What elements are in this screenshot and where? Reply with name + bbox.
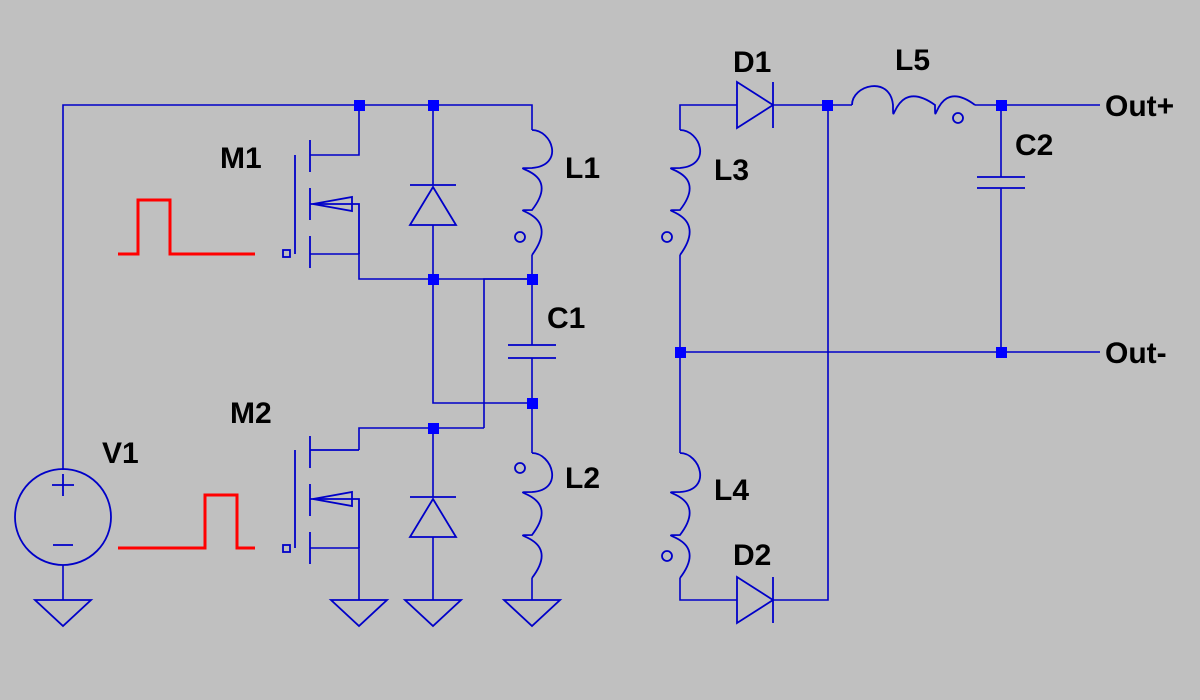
ground-m2 <box>328 599 390 628</box>
label-l5: L5 <box>895 44 930 77</box>
mosfet-m2 <box>282 436 360 564</box>
gate-pulse-m2 <box>118 493 255 550</box>
label-v1: V1 <box>102 437 139 470</box>
label-m1: M1 <box>220 142 262 175</box>
ground-symbols <box>32 599 563 628</box>
label-l4: L4 <box>714 474 749 507</box>
mosfet-m1 <box>282 140 360 268</box>
capacitor-c2 <box>977 176 1025 189</box>
inductor-l3 <box>661 129 701 256</box>
ground-v1 <box>32 599 94 628</box>
clamp-diode-2 <box>408 496 458 538</box>
inductor-l1 <box>514 129 553 256</box>
label-l1: L1 <box>565 152 600 185</box>
label-l3: L3 <box>714 154 749 187</box>
ground-l2 <box>501 599 563 628</box>
capacitor-c1 <box>508 344 556 359</box>
junction-dots <box>354 100 1007 434</box>
wires <box>62 104 1100 601</box>
port-out-minus: Out- <box>1105 337 1167 370</box>
inductor-l4 <box>661 452 701 579</box>
voltage-source-v1 <box>14 468 112 566</box>
ground-d-clamp2 <box>402 599 464 628</box>
gate-pulse-m1 <box>118 198 255 256</box>
diode-d2 <box>736 575 775 625</box>
inductor-l2 <box>514 452 553 579</box>
port-out-plus: Out+ <box>1105 90 1174 123</box>
label-c2: C2 <box>1015 129 1053 162</box>
inductor-l5 <box>851 85 976 124</box>
label-m2: M2 <box>230 397 272 430</box>
label-d2: D2 <box>733 539 771 572</box>
diode-d1 <box>736 80 775 130</box>
label-d1: D1 <box>733 46 771 79</box>
label-c1: C1 <box>547 302 585 335</box>
label-l2: L2 <box>565 462 600 495</box>
clamp-diode-1 <box>408 184 458 226</box>
